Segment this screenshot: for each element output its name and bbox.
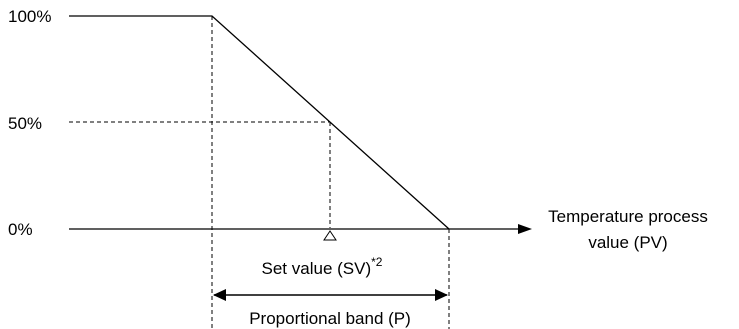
set-value-text: Set value (SV) <box>262 259 372 278</box>
set-value-label: Set value (SV)*2 <box>262 255 383 278</box>
x-axis-label-line2: value (PV) <box>588 233 667 252</box>
y-label-0: 0% <box>8 220 33 239</box>
band-arrow-left-icon <box>213 289 226 301</box>
y-label-100: 100% <box>8 7 51 26</box>
set-value-superscript: *2 <box>371 255 383 269</box>
proportional-band-label: Proportional band (P) <box>249 309 411 328</box>
band-arrow-right-icon <box>435 289 448 301</box>
y-label-50: 50% <box>8 114 42 133</box>
x-axis-label-line1: Temperature process <box>548 207 708 226</box>
triangle-outline-icon <box>323 230 337 241</box>
x-axis-arrow-icon <box>518 224 532 234</box>
